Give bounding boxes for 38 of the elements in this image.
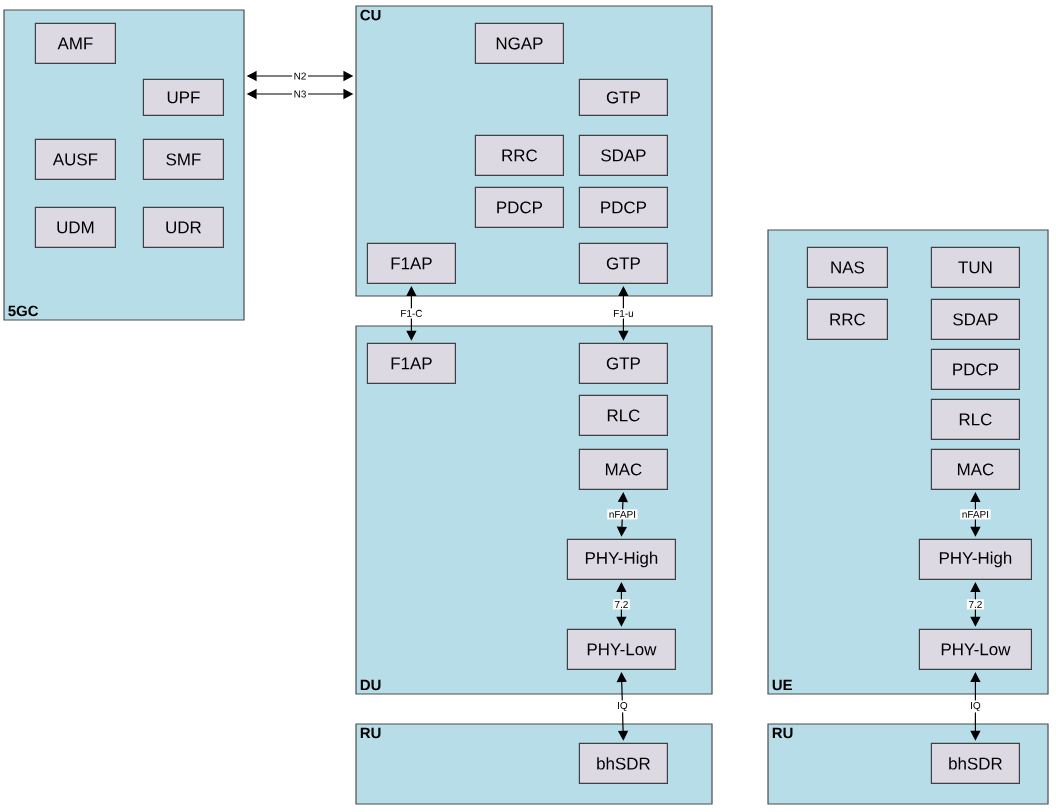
protocol-box: bhSDR: [578, 742, 668, 784]
protocol-box: NAS: [806, 246, 888, 288]
arrow: [406, 286, 417, 341]
arrow: [970, 582, 981, 627]
protocol-box: SDAP: [930, 298, 1020, 340]
arrow: [616, 672, 629, 741]
protocol-box: RRC: [474, 134, 564, 176]
protocol-box: PDCP: [930, 348, 1020, 390]
protocol-box: MAC: [930, 448, 1020, 490]
protocol-box: NGAP: [474, 22, 564, 64]
protocol-box: PDCP: [474, 186, 564, 228]
protocol-box: RLC: [930, 398, 1020, 440]
protocol-box: PHY-Low: [918, 628, 1032, 670]
protocol-box: PDCP: [578, 186, 668, 228]
protocol-box: UDR: [142, 206, 224, 248]
protocol-box: MAC: [578, 448, 668, 490]
arrow: [618, 286, 629, 341]
arrow: [970, 672, 981, 741]
arrow: [970, 492, 981, 537]
protocol-box: GTP: [578, 242, 668, 284]
arrow: [616, 582, 627, 627]
protocol-box: RLC: [578, 394, 668, 436]
protocol-box: UDM: [34, 206, 116, 248]
protocol-box: F1AP: [366, 342, 456, 384]
protocol-box: SDAP: [578, 134, 668, 176]
protocol-box: PHY-High: [918, 538, 1032, 580]
protocol-box: GTP: [578, 78, 668, 116]
protocol-box: bhSDR: [930, 742, 1020, 784]
protocol-box: GTP: [578, 342, 668, 384]
protocol-box: TUN: [930, 246, 1020, 288]
protocol-box: F1AP: [366, 242, 456, 284]
protocol-box: PHY-Low: [566, 628, 676, 670]
protocol-box: AMF: [34, 22, 116, 64]
protocol-box: SMF: [142, 138, 224, 180]
protocol-box: UPF: [142, 78, 224, 116]
protocol-box: RRC: [806, 298, 888, 340]
protocol-box: AUSF: [34, 138, 116, 180]
protocol-box: PHY-High: [566, 538, 676, 580]
